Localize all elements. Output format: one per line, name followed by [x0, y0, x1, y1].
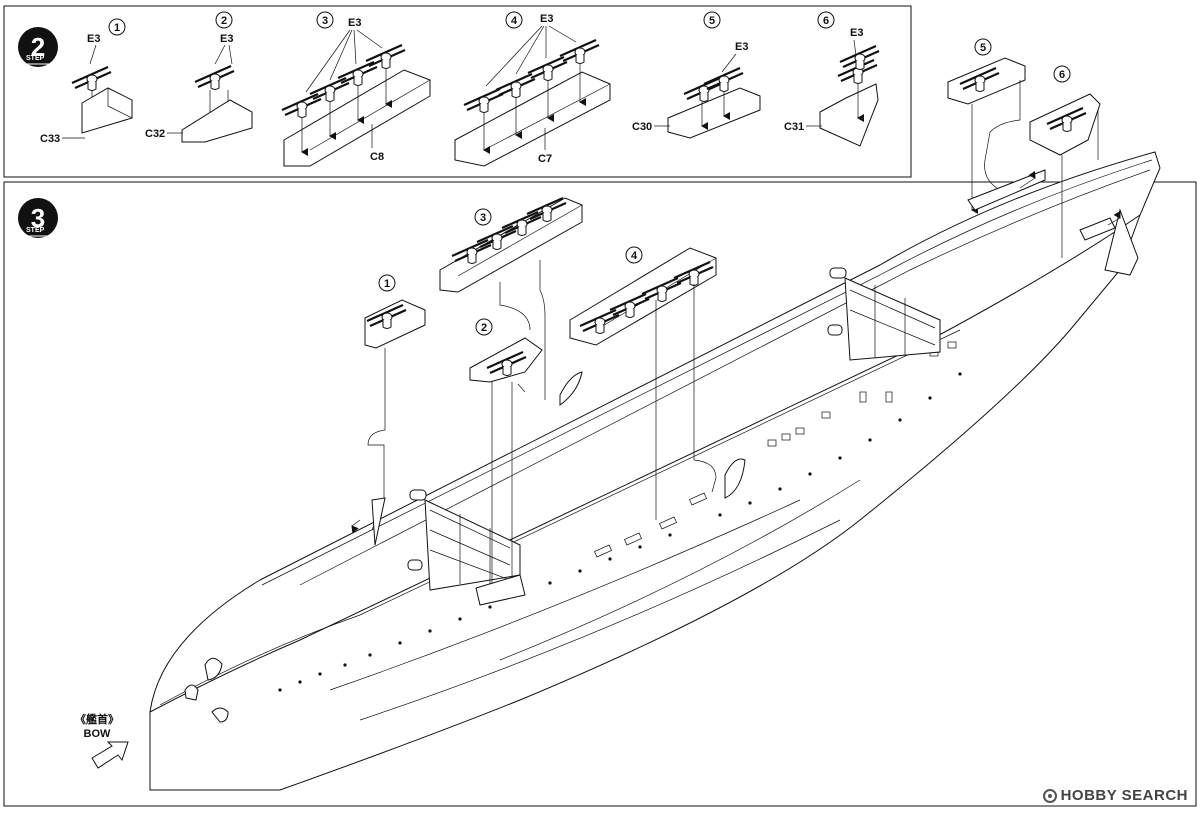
hobby-search-logo-icon: [1042, 788, 1057, 803]
step2-sub6-number: 6: [823, 15, 829, 27]
step2-sub5-gun-label: E3: [735, 41, 748, 53]
step2-sub-6: 6 E3 C31: [784, 11, 881, 147]
boat-cradle-fwd: [724, 458, 746, 499]
step3-callout-6: 6: [1029, 65, 1121, 258]
step3-callout-2: 2: [469, 318, 543, 606]
step2-sub6-gun-label: E3: [850, 27, 863, 39]
step3-callout-1: 1: [351, 274, 426, 546]
step2-sub-2: 2 E3 C32: [145, 11, 253, 143]
watermark-text: HOBBY SEARCH: [1060, 787, 1188, 804]
step2-sub2-number: 2: [221, 15, 227, 27]
step2-sub4-tub-label: C7: [538, 153, 552, 165]
boat-cradle-mid: [559, 371, 583, 406]
step2-sub6-tub-label: C31: [784, 121, 804, 133]
step2-sub1-tub-label: C33: [40, 133, 60, 145]
step2-sub5-number: 5: [709, 15, 715, 27]
step2-sub3-tub-label: C8: [370, 151, 384, 163]
step3-callout-4: 4: [569, 246, 717, 520]
hobby-search-watermark: HOBBY SEARCH: [1042, 787, 1188, 804]
bow-arrow-icon: [91, 741, 129, 769]
step3-word: STEP: [26, 227, 45, 234]
step2-word: STEP: [26, 55, 45, 62]
step2-sub1-number: 1: [114, 22, 120, 34]
step2-sub-4: 4 E3 C7: [454, 11, 611, 167]
step3-badge: 3 STEP: [18, 198, 58, 238]
bow-label-jp: 《艦首》: [75, 712, 119, 726]
step2-sub4-gun-label: E3: [540, 13, 553, 25]
step3-callout-6-number: 6: [1059, 69, 1065, 81]
step2-sub3-gun-label: E3: [348, 17, 361, 29]
step3-callout-5: 5: [947, 38, 1046, 214]
step3-callout-3-number: 3: [480, 212, 486, 224]
step3-callout-4-number: 4: [631, 250, 638, 262]
step2-sub-3: 3 E3 C8: [280, 11, 431, 167]
step3-callout-5-number: 5: [980, 42, 986, 54]
step2-badge: 2 STEP: [18, 27, 58, 67]
step2-sub1-gun-label: E3: [87, 33, 100, 45]
step2-sub2-gun-label: E3: [220, 33, 233, 45]
aft-gun-deck-frame: [827, 267, 941, 361]
step2-sub-1: 1 E3 C33: [40, 18, 133, 145]
step3-callout-1-number: 1: [384, 278, 390, 290]
step3-frame: [3, 181, 1197, 807]
step2-sub5-tub-label: C30: [632, 121, 652, 133]
step3-number: 3: [31, 203, 45, 233]
hull-windows: [594, 341, 957, 558]
step2-frame: [3, 5, 912, 178]
step2-number: 2: [31, 32, 45, 62]
ship-hull: [149, 151, 1161, 791]
step3-callout-2-number: 2: [481, 322, 487, 334]
step2-sub-5: 5 E3 C30: [632, 11, 761, 139]
step3-callout-3: 3: [439, 196, 583, 400]
step2-sub4-number: 4: [511, 15, 518, 27]
bow-label-en: BOW: [84, 728, 112, 740]
bow-indicator: 《艦首》 BOW: [75, 712, 129, 769]
step2-sub2-tub-label: C32: [145, 128, 165, 140]
step2-sub3-number: 3: [322, 15, 328, 27]
